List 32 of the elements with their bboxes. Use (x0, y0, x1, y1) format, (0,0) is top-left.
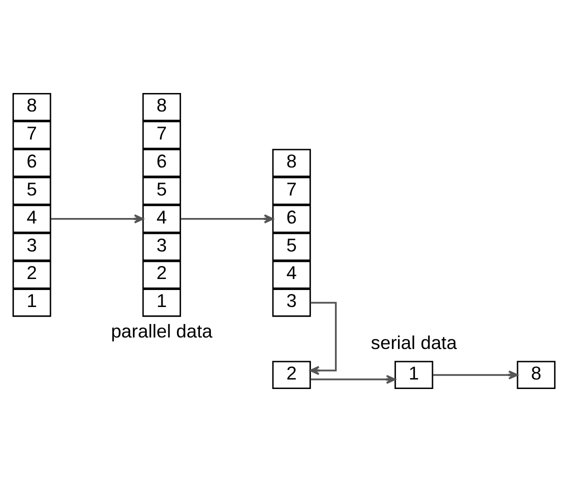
node-box: 2 (142, 260, 182, 288)
node-box: 8 (12, 92, 52, 121)
node-box: 5 (12, 176, 52, 204)
node-box: 7 (12, 120, 52, 149)
label: parallel data (110, 320, 212, 341)
node-box: 8 (516, 360, 556, 389)
node-box: 5 (272, 232, 311, 260)
node-box: 4 (142, 204, 182, 232)
node-box: 1 (394, 360, 434, 389)
node-box: 3 (272, 288, 311, 316)
label: serial data (370, 332, 457, 353)
arrow (310, 301, 337, 375)
node-box: 6 (142, 148, 182, 177)
node-box: 5 (142, 176, 182, 204)
node-box: 8 (142, 92, 182, 121)
arrow (310, 374, 396, 384)
node-box: 2 (272, 360, 311, 389)
arrow (180, 214, 274, 223)
arrow (51, 214, 144, 223)
node-box: 1 (12, 288, 52, 316)
node-box: 6 (272, 204, 311, 232)
node-box: 3 (12, 232, 52, 260)
node-box: 4 (12, 204, 52, 232)
node-box: 7 (272, 176, 311, 204)
node-box: 6 (12, 148, 52, 177)
node-box: 7 (142, 120, 182, 149)
arrow (432, 370, 518, 379)
node-box: 1 (142, 288, 182, 316)
node-box: 4 (272, 260, 311, 288)
node-box: 3 (142, 232, 182, 260)
node-box: 2 (12, 260, 52, 288)
node-box: 8 (272, 148, 311, 177)
